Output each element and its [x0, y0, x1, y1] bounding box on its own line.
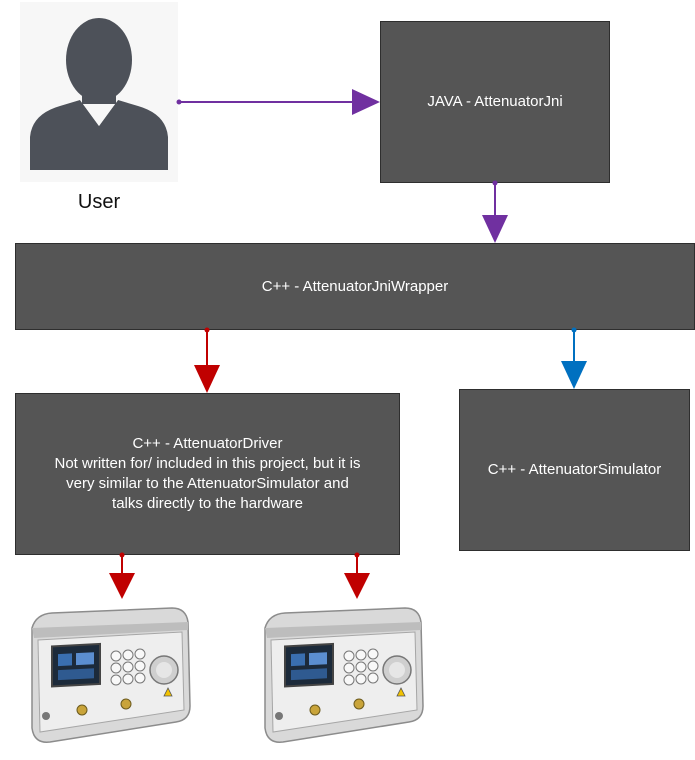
arrow-java-to-wrapper [482, 180, 508, 243]
driver-note-line-3: talks directly to the hardware [112, 495, 303, 512]
wrapper-box-label: C++ - AttenuatorJniWrapper [261, 277, 449, 295]
attenuator-hardware-device-icon [255, 606, 425, 744]
driver-note-line-2: very similar to the AttenuatorSimulator … [66, 475, 349, 492]
arrow-driver-to-device-left [109, 552, 135, 599]
user-node [20, 2, 178, 182]
user-silhouette-icon [20, 2, 178, 182]
driver-note-line-1: Not written for/ included in this projec… [54, 455, 361, 472]
java-box-label: JAVA - AttenuatorJni [427, 93, 563, 110]
cpp-attenuatordriver-box: C++ - AttenuatorDriver Not written for/ … [15, 393, 400, 555]
cpp-jniwrapper-box: C++ - AttenuatorJniWrapper [15, 243, 695, 330]
arrow-wrapper-to-simulator [561, 327, 587, 389]
driver-title: C++ - AttenuatorDriver [132, 435, 283, 452]
arrow-wrapper-to-driver [194, 327, 220, 393]
simulator-box-label: C++ - AttenuatorSimulator [487, 461, 662, 478]
arrow-user-to-java [176, 89, 380, 115]
cpp-attenuatorsimulator-box: C++ - AttenuatorSimulator [459, 389, 690, 551]
arrow-driver-to-device-right [344, 552, 370, 599]
user-label: User [77, 191, 121, 213]
attenuator-hardware-device-icon [22, 606, 192, 744]
java-attenuatorjni-box: JAVA - AttenuatorJni [380, 21, 610, 183]
